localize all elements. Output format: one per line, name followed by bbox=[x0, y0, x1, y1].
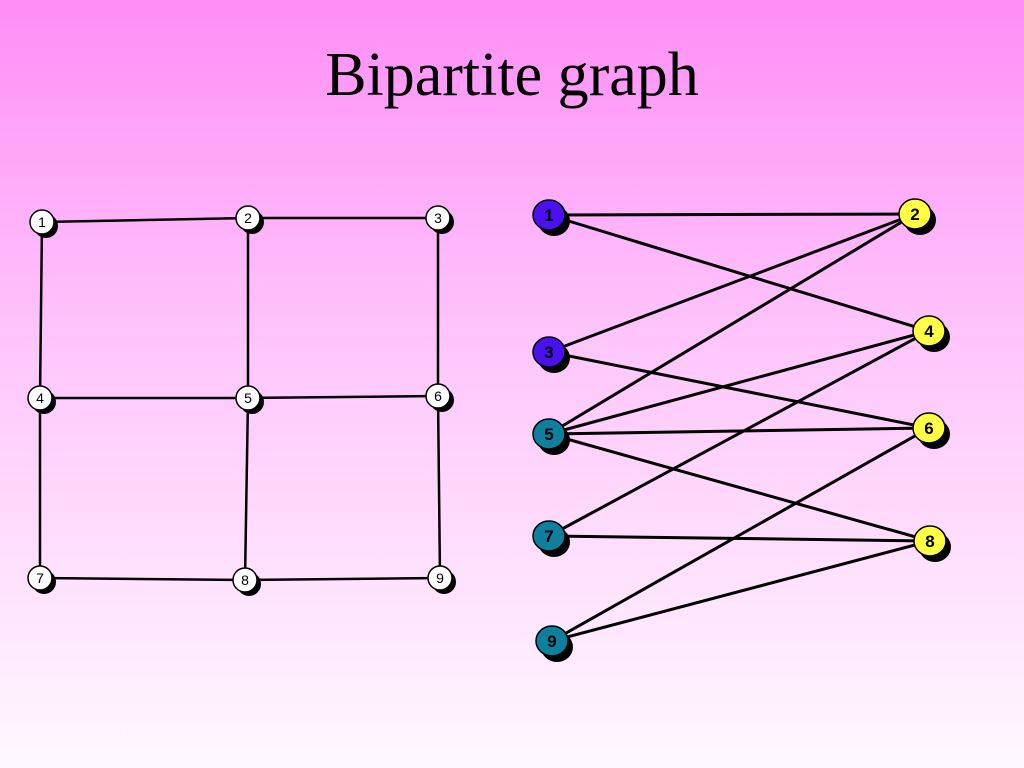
bipartite-node-label: 8 bbox=[925, 532, 934, 551]
grid-node-6: 6 bbox=[425, 383, 454, 412]
bipartite-edge-1-4 bbox=[548, 213, 930, 333]
grid-node-7: 7 bbox=[27, 565, 56, 594]
bipartite-edge-5-8 bbox=[548, 432, 931, 543]
bipartite-node-9: 9 bbox=[535, 625, 573, 662]
grid-edge-1-4 bbox=[38, 221, 44, 399]
grid-node-circle bbox=[27, 385, 53, 411]
grid-node-circle bbox=[29, 209, 55, 235]
grid-node-8: 8 bbox=[232, 567, 261, 596]
bipartite-edge-7-4 bbox=[548, 329, 930, 538]
bipartite-edge-5-6 bbox=[548, 426, 930, 436]
bipartite-node-circle bbox=[898, 198, 932, 230]
bipartite-node-4: 4 bbox=[912, 315, 950, 352]
bipartite-node-1: 1 bbox=[532, 199, 570, 236]
grid-node-label: 7 bbox=[36, 570, 44, 586]
grid-edge-8-9 bbox=[244, 576, 441, 582]
bipartite-edge-5-2 bbox=[548, 212, 916, 436]
bipartite-edge-3-6 bbox=[548, 350, 930, 430]
grid-node-label: 2 bbox=[244, 210, 252, 226]
bipartite-node-circle bbox=[532, 199, 566, 231]
bipartite-node-2: 2 bbox=[898, 198, 936, 235]
grid-node-label: 9 bbox=[436, 570, 444, 586]
grid-node-circle bbox=[27, 565, 53, 591]
bipartite-node-6: 6 bbox=[912, 412, 950, 449]
grid-node-label: 4 bbox=[36, 390, 44, 406]
grid-node-1: 1 bbox=[29, 209, 58, 238]
bipartite-node-label: 3 bbox=[544, 343, 553, 362]
bipartite-node-circle bbox=[532, 520, 566, 552]
grid-node-circle bbox=[427, 565, 453, 591]
bipartite-node-label: 6 bbox=[924, 419, 933, 438]
bipartite-node-7: 7 bbox=[532, 520, 570, 557]
bipartite-edge-1-2 bbox=[548, 212, 916, 217]
grid-node-circle bbox=[425, 205, 451, 231]
bipartite-node-label: 7 bbox=[544, 527, 553, 546]
bipartite-node-8: 8 bbox=[913, 525, 951, 562]
grid-edges bbox=[38, 216, 442, 582]
grid-node-label: 3 bbox=[434, 210, 442, 226]
grid-node-label: 6 bbox=[434, 388, 442, 404]
grid-nodes: 1 2 3 4 5 6 7 8 9 bbox=[27, 205, 456, 596]
grid-edge-5-6 bbox=[247, 394, 439, 400]
bipartite-node-label: 9 bbox=[547, 632, 556, 651]
grid-graph: 1 2 3 4 5 6 7 8 9 bbox=[27, 205, 456, 596]
grid-node-4: 4 bbox=[27, 385, 56, 414]
bipartite-node-circle bbox=[532, 418, 566, 450]
grid-edge-6-9 bbox=[436, 395, 442, 579]
bipartite-node-circle bbox=[532, 336, 566, 368]
grid-node-label: 1 bbox=[38, 214, 46, 230]
bipartite-node-label: 4 bbox=[924, 322, 934, 341]
grid-node-circle bbox=[235, 205, 261, 231]
grid-edge-1-2 bbox=[41, 216, 249, 224]
grid-node-3: 3 bbox=[425, 205, 454, 234]
grid-node-label: 5 bbox=[244, 390, 252, 406]
bipartite-edge-3-2 bbox=[548, 212, 916, 354]
grid-node-circle bbox=[425, 383, 451, 409]
bipartite-edge-9-8 bbox=[551, 539, 931, 643]
bipartite-node-label: 5 bbox=[544, 425, 553, 444]
grid-node-circle bbox=[232, 567, 258, 593]
grid-node-circle bbox=[235, 385, 261, 411]
grid-node-9: 9 bbox=[427, 565, 456, 594]
bipartite-node-circle bbox=[913, 525, 947, 557]
grid-edge-7-8 bbox=[39, 576, 246, 582]
bipartite-node-3: 3 bbox=[532, 336, 570, 373]
bipartite-edge-5-4 bbox=[548, 329, 930, 436]
bipartite-node-label: 2 bbox=[910, 205, 919, 224]
bipartite-graph: 1 3 5 7 9 2 4 6 8 bbox=[532, 198, 951, 662]
bipartite-node-5: 5 bbox=[532, 418, 570, 455]
bipartite-edges bbox=[548, 212, 931, 643]
bipartite-nodes: 1 3 5 7 9 2 4 6 8 bbox=[532, 198, 951, 662]
grid-node-label: 8 bbox=[241, 572, 249, 588]
bipartite-edge-7-8 bbox=[548, 534, 931, 543]
grid-node-2: 2 bbox=[235, 205, 264, 234]
slide-title: Bipartite graph bbox=[325, 41, 699, 109]
grid-edge-5-8 bbox=[243, 397, 250, 581]
bipartite-node-circle bbox=[535, 625, 569, 657]
grid-node-5: 5 bbox=[235, 385, 264, 414]
bipartite-node-circle bbox=[912, 315, 946, 347]
bipartite-node-circle bbox=[912, 412, 946, 444]
bipartite-node-label: 1 bbox=[544, 206, 553, 225]
bipartite-edge-9-6 bbox=[551, 426, 930, 643]
